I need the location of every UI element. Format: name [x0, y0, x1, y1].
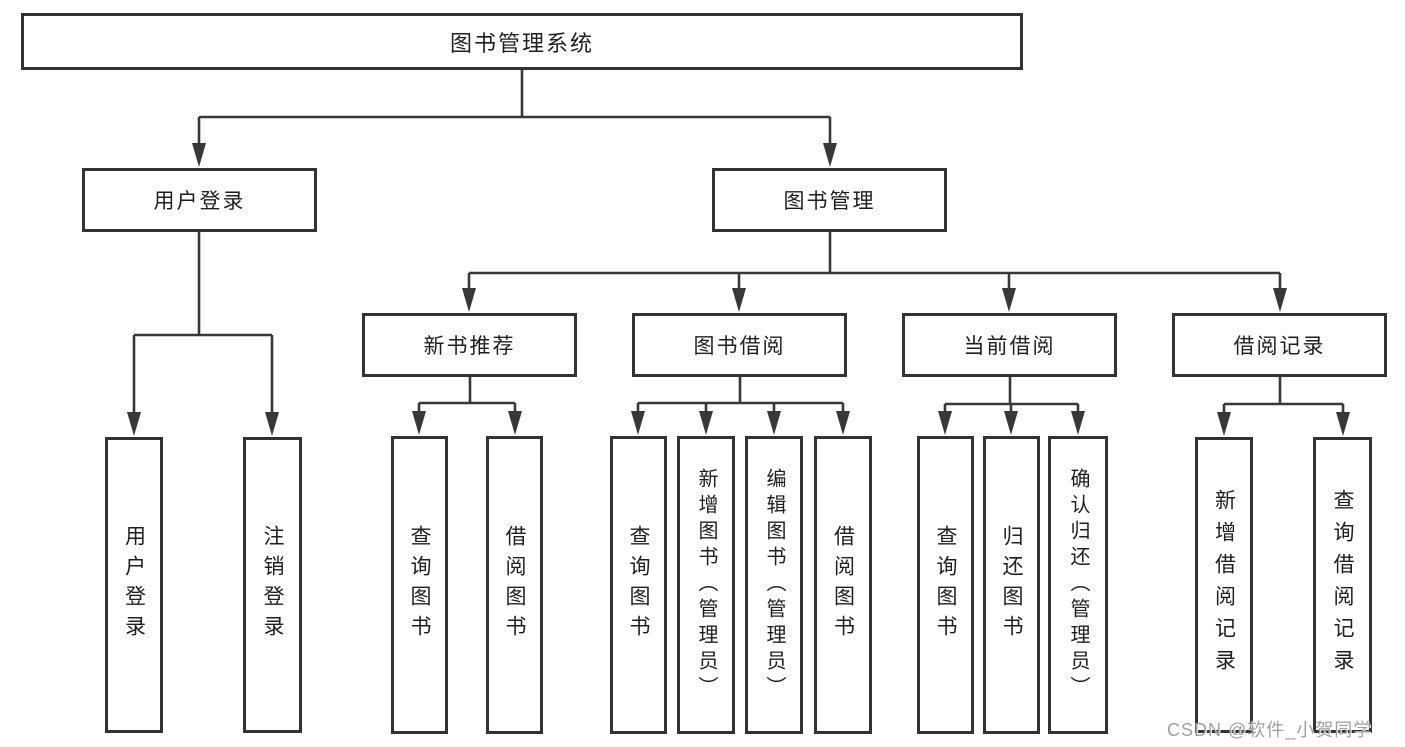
node-label: 借阅图书 [831, 525, 855, 645]
node-label: 图书管理系统 [449, 30, 594, 56]
node-label: 查询图书 [408, 525, 431, 645]
node-borrowing-records: 借阅记录 [1172, 313, 1387, 377]
leaf-borrow-books-borrowing: 借阅图书 [814, 436, 872, 734]
node-label: 用户登录 [122, 525, 146, 645]
leaf-add-borrow-record: 新增借阅记录 [1195, 437, 1253, 733]
leaf-logout: 注销登录 [243, 437, 302, 733]
node-label: 图书借阅 [693, 335, 786, 358]
csdn-watermark: CSDN @软件_小贺同学 [1167, 720, 1373, 740]
node-label: 新增图书（管理员） [695, 468, 717, 702]
node-book-borrowing: 图书借阅 [632, 313, 847, 377]
node-label: 编辑图书（管理员） [763, 468, 785, 702]
leaf-edit-book-admin: 编辑图书（管理员） [745, 436, 803, 734]
node-label: 新增借阅记录 [1212, 489, 1236, 681]
node-label: 借阅图书 [503, 525, 526, 645]
node-label: 当前借阅 [963, 335, 1056, 358]
leaf-query-books-borrowing: 查询图书 [610, 436, 667, 734]
leaf-user-login: 用户登录 [105, 437, 163, 733]
node-label: 注销登录 [261, 525, 284, 645]
node-label: 查询图书 [627, 525, 650, 645]
node-label: 查询借阅记录 [1331, 489, 1354, 681]
node-library-system: 图书管理系统 [21, 13, 1023, 70]
node-label: 查询图书 [934, 525, 957, 645]
leaf-confirm-return-admin: 确认归还（管理员） [1048, 436, 1108, 734]
node-label: 归还图书 [1000, 525, 1023, 645]
leaf-query-borrow-record: 查询借阅记录 [1313, 437, 1372, 733]
node-label: 借阅记录 [1233, 335, 1326, 358]
node-label: 确认归还（管理员） [1067, 468, 1089, 702]
node-new-book-recommend: 新书推荐 [362, 313, 577, 377]
leaf-add-book-admin: 新增图书（管理员） [677, 436, 735, 734]
arrowheads [127, 143, 1350, 436]
node-user-login: 用户登录 [82, 168, 317, 232]
leaf-query-books-current: 查询图书 [917, 436, 974, 734]
node-current-borrowing: 当前借阅 [902, 313, 1117, 377]
node-book-management: 图书管理 [712, 168, 947, 232]
node-label: 用户登录 [153, 190, 246, 213]
leaf-borrow-books-newbook: 借阅图书 [486, 436, 543, 734]
node-label: 新书推荐 [423, 335, 516, 358]
node-label: 图书管理 [783, 190, 876, 213]
leaf-return-book: 归还图书 [983, 436, 1040, 734]
leaf-query-books-newbook: 查询图书 [391, 436, 448, 734]
